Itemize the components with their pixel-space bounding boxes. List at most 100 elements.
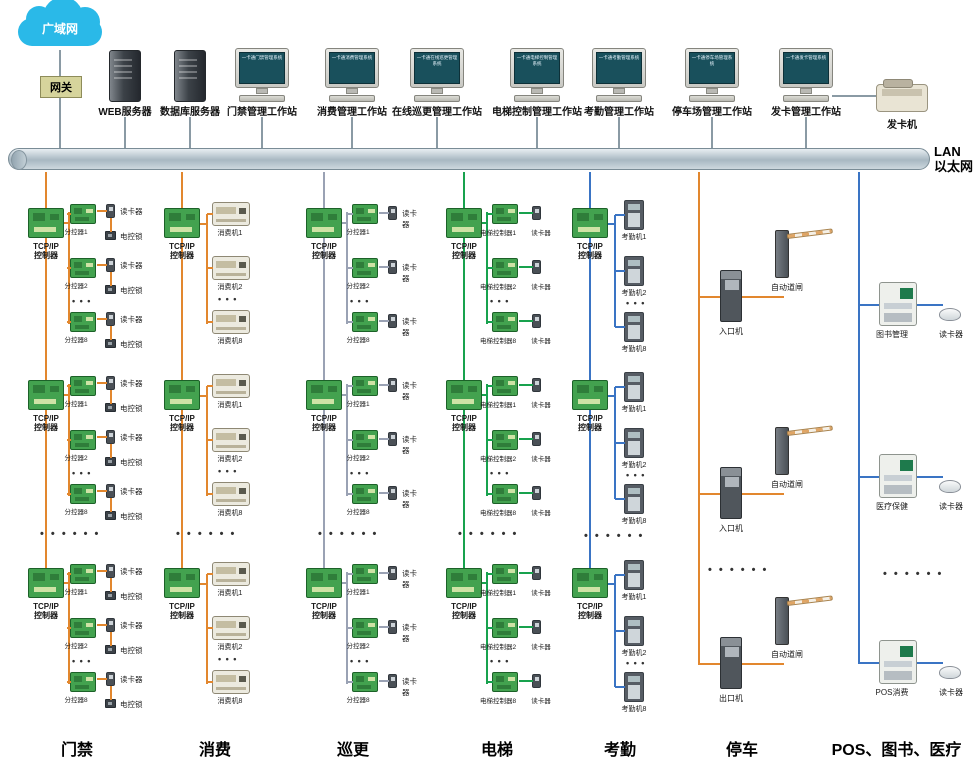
connector-line bbox=[200, 386, 208, 496]
sub-controller-icon bbox=[347, 484, 378, 504]
electric-lock-label: 电控锁 bbox=[120, 646, 143, 655]
monitor-icon: 一卡通在线巡更管理系统 bbox=[410, 48, 464, 88]
electric-lock-label: 电控锁 bbox=[120, 232, 143, 241]
barrier-housing bbox=[775, 230, 789, 278]
consume-machine-icon bbox=[207, 670, 250, 694]
access-controller-group: TCP/IP 控制器 分控器1 读卡器 电控锁 分控器2 读卡器 电控锁 • •… bbox=[16, 560, 156, 710]
sub-controller-icon bbox=[347, 564, 378, 584]
pos-terminal-label: POS消费 bbox=[875, 688, 909, 697]
sub-controller-label: 分控器2 bbox=[346, 283, 370, 290]
workstation-screen: 一卡通考勤管理系统 bbox=[596, 52, 642, 84]
ellipsis-dots: • • • • • • bbox=[883, 568, 944, 580]
sub-controller-icon bbox=[347, 376, 378, 396]
consumption-controller-group: TCP/IP 控制器 消费机1 消费机2 • • • 消费机8 bbox=[160, 560, 300, 710]
exit-machine-icon bbox=[720, 637, 742, 689]
tcpip-controller-label: TCP/IP 控制器 bbox=[577, 414, 603, 432]
card-reader-label: 读卡器 bbox=[402, 263, 417, 283]
workstation-label: 消费管理工作站 bbox=[317, 107, 387, 118]
card-reader-label: 读卡器 bbox=[402, 569, 417, 589]
ellipsis-dots: • • • bbox=[626, 298, 646, 308]
attendance-controller-group: TCP/IP 控制器 考勤机1 考勤机2 • • • 考勤机8 bbox=[568, 372, 708, 525]
electric-lock-label: 电控锁 bbox=[120, 700, 143, 709]
consumption-controller-group: TCP/IP 控制器 消费机1 消费机2 • • • 消费机8 bbox=[160, 372, 300, 522]
ellipsis-dots: • • • bbox=[218, 654, 238, 664]
tcpip-controller-icon bbox=[572, 380, 608, 410]
ellipsis-dots: • • • bbox=[218, 294, 238, 304]
attendance-machine-unit: 考勤机8 bbox=[614, 484, 672, 540]
tcpip-controller-icon bbox=[164, 568, 200, 598]
monitor-stand bbox=[706, 88, 718, 94]
monitor-stand bbox=[346, 88, 358, 94]
sub-controller-label: 分控器2 bbox=[64, 283, 88, 290]
consumption-controller-group: TCP/IP 控制器 消费机1 消费机2 • • • 消费机8 bbox=[160, 200, 300, 350]
tcpip-controller-icon bbox=[572, 208, 608, 238]
elevator-sub-controller-icon bbox=[487, 618, 518, 638]
sub-controller-icon bbox=[67, 618, 96, 638]
card-reader-label: 读卡器 bbox=[402, 317, 417, 337]
tcpip-controller-icon bbox=[306, 208, 342, 238]
sub-controller-label: 分控器8 bbox=[64, 509, 88, 516]
monitor-icon: 一卡通停车场管理系统 bbox=[685, 48, 739, 88]
door-sub-controller-unit: 分控器1 读卡器 电控锁 bbox=[62, 204, 160, 252]
ellipsis-dots: • • • • • • bbox=[176, 528, 237, 540]
workstation-icon: 一卡通考勤管理系统 bbox=[592, 48, 646, 106]
card-reader-label: 读卡器 bbox=[402, 623, 417, 643]
section-label: POS、图书、医疗 bbox=[831, 742, 962, 759]
parking-entry-unit: 自动道闸 入口机 bbox=[690, 425, 840, 567]
card-reader-label: 读卡器 bbox=[531, 402, 551, 409]
elevator-sub-controller-icon bbox=[487, 376, 518, 396]
card-reader-icon bbox=[519, 486, 541, 500]
sub-controller-label: 分控器1 bbox=[346, 229, 370, 236]
workstation-icon: 一卡通发卡管理系统 bbox=[779, 48, 833, 106]
elevator-controller-label: 电梯控制器2 bbox=[479, 456, 517, 463]
gateway-box: 网关 bbox=[40, 76, 82, 98]
ellipsis-dots: • • • bbox=[350, 468, 370, 478]
barrier-housing bbox=[775, 427, 789, 475]
attendance-machine-label: 考勤机8 bbox=[621, 706, 647, 713]
patrol-sub-controller-unit: 分控器1 读卡器 bbox=[344, 564, 424, 596]
attendance-machine-unit: 考勤机1 bbox=[614, 372, 672, 428]
sub-controller-icon bbox=[67, 484, 96, 504]
consume-machine-icon bbox=[207, 482, 250, 506]
card-reader-icon bbox=[97, 430, 115, 444]
ellipsis-dots: • • • bbox=[72, 468, 92, 478]
card-reader-label: 读卡器 bbox=[120, 621, 143, 630]
sub-controller-icon bbox=[67, 564, 96, 584]
consume-machine-label: 消费机8 bbox=[217, 698, 243, 705]
sub-controller-icon bbox=[67, 376, 96, 396]
barrier-gate-icon bbox=[775, 595, 837, 649]
card-reader-icon bbox=[379, 620, 397, 634]
card-reader-label: 读卡器 bbox=[402, 209, 417, 229]
sub-controller-icon bbox=[67, 312, 96, 332]
card-reader-icon bbox=[97, 618, 115, 632]
keyboard-icon bbox=[414, 95, 460, 102]
barrier-arm bbox=[786, 228, 833, 239]
wan-label: 广域网 bbox=[41, 22, 78, 36]
sub-controller-label: 分控器1 bbox=[346, 589, 370, 596]
elevator-sub-controller-icon bbox=[487, 204, 518, 224]
section-label: 考勤 bbox=[603, 742, 636, 759]
card-reader-label: 读卡器 bbox=[939, 330, 963, 339]
ellipsis-dots: • • • • • • bbox=[458, 528, 519, 540]
barrier-arm bbox=[786, 425, 833, 436]
card-reader-icon bbox=[97, 376, 115, 390]
card-reader-icon bbox=[379, 674, 397, 688]
card-reader-icon bbox=[97, 258, 115, 272]
tcpip-controller-label: TCP/IP 控制器 bbox=[33, 602, 59, 620]
elevator-sub-controller-icon bbox=[487, 484, 518, 504]
consume-machine-unit: 消费机2 bbox=[206, 428, 264, 482]
electric-lock-icon bbox=[105, 272, 116, 294]
connector-line bbox=[124, 117, 126, 149]
consume-machine-unit: 消费机8 bbox=[206, 670, 264, 724]
sub-controller-label: 分控器2 bbox=[64, 643, 88, 650]
ellipsis-dots: • • • • • • bbox=[318, 528, 379, 540]
attendance-machine-unit: 考勤机8 bbox=[614, 672, 672, 728]
workstation-label: 在线巡更管理工作站 bbox=[392, 107, 482, 118]
attendance-machine-icon bbox=[615, 560, 644, 590]
card-reader-icon bbox=[97, 312, 115, 326]
